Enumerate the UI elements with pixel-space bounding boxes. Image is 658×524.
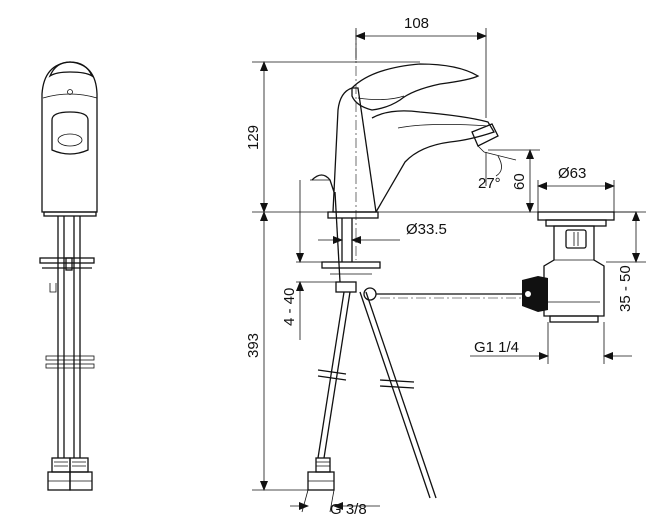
front-view (39, 61, 98, 491)
dim-outlet-height: 60 (511, 173, 528, 190)
dim-drain-thread: G1 1/4 (474, 339, 519, 356)
dim-spout-angle: 27° (478, 175, 501, 192)
dim-hose-length: 393 (245, 333, 262, 358)
dim-spout-reach: 108 (404, 15, 429, 32)
dim-deck-thickness: 4 - 40 (281, 288, 298, 326)
dim-drain-adjust: 35 - 50 (617, 265, 634, 312)
dimension-lines (252, 28, 646, 513)
dim-base-diameter: Ø33.5 (406, 221, 447, 238)
side-view (307, 30, 522, 499)
drain-assembly (522, 211, 615, 323)
dim-drain-diameter: Ø63 (558, 165, 586, 182)
dim-hose-thread: G 3/8 (330, 501, 367, 518)
dim-body-height: 129 (245, 125, 262, 150)
